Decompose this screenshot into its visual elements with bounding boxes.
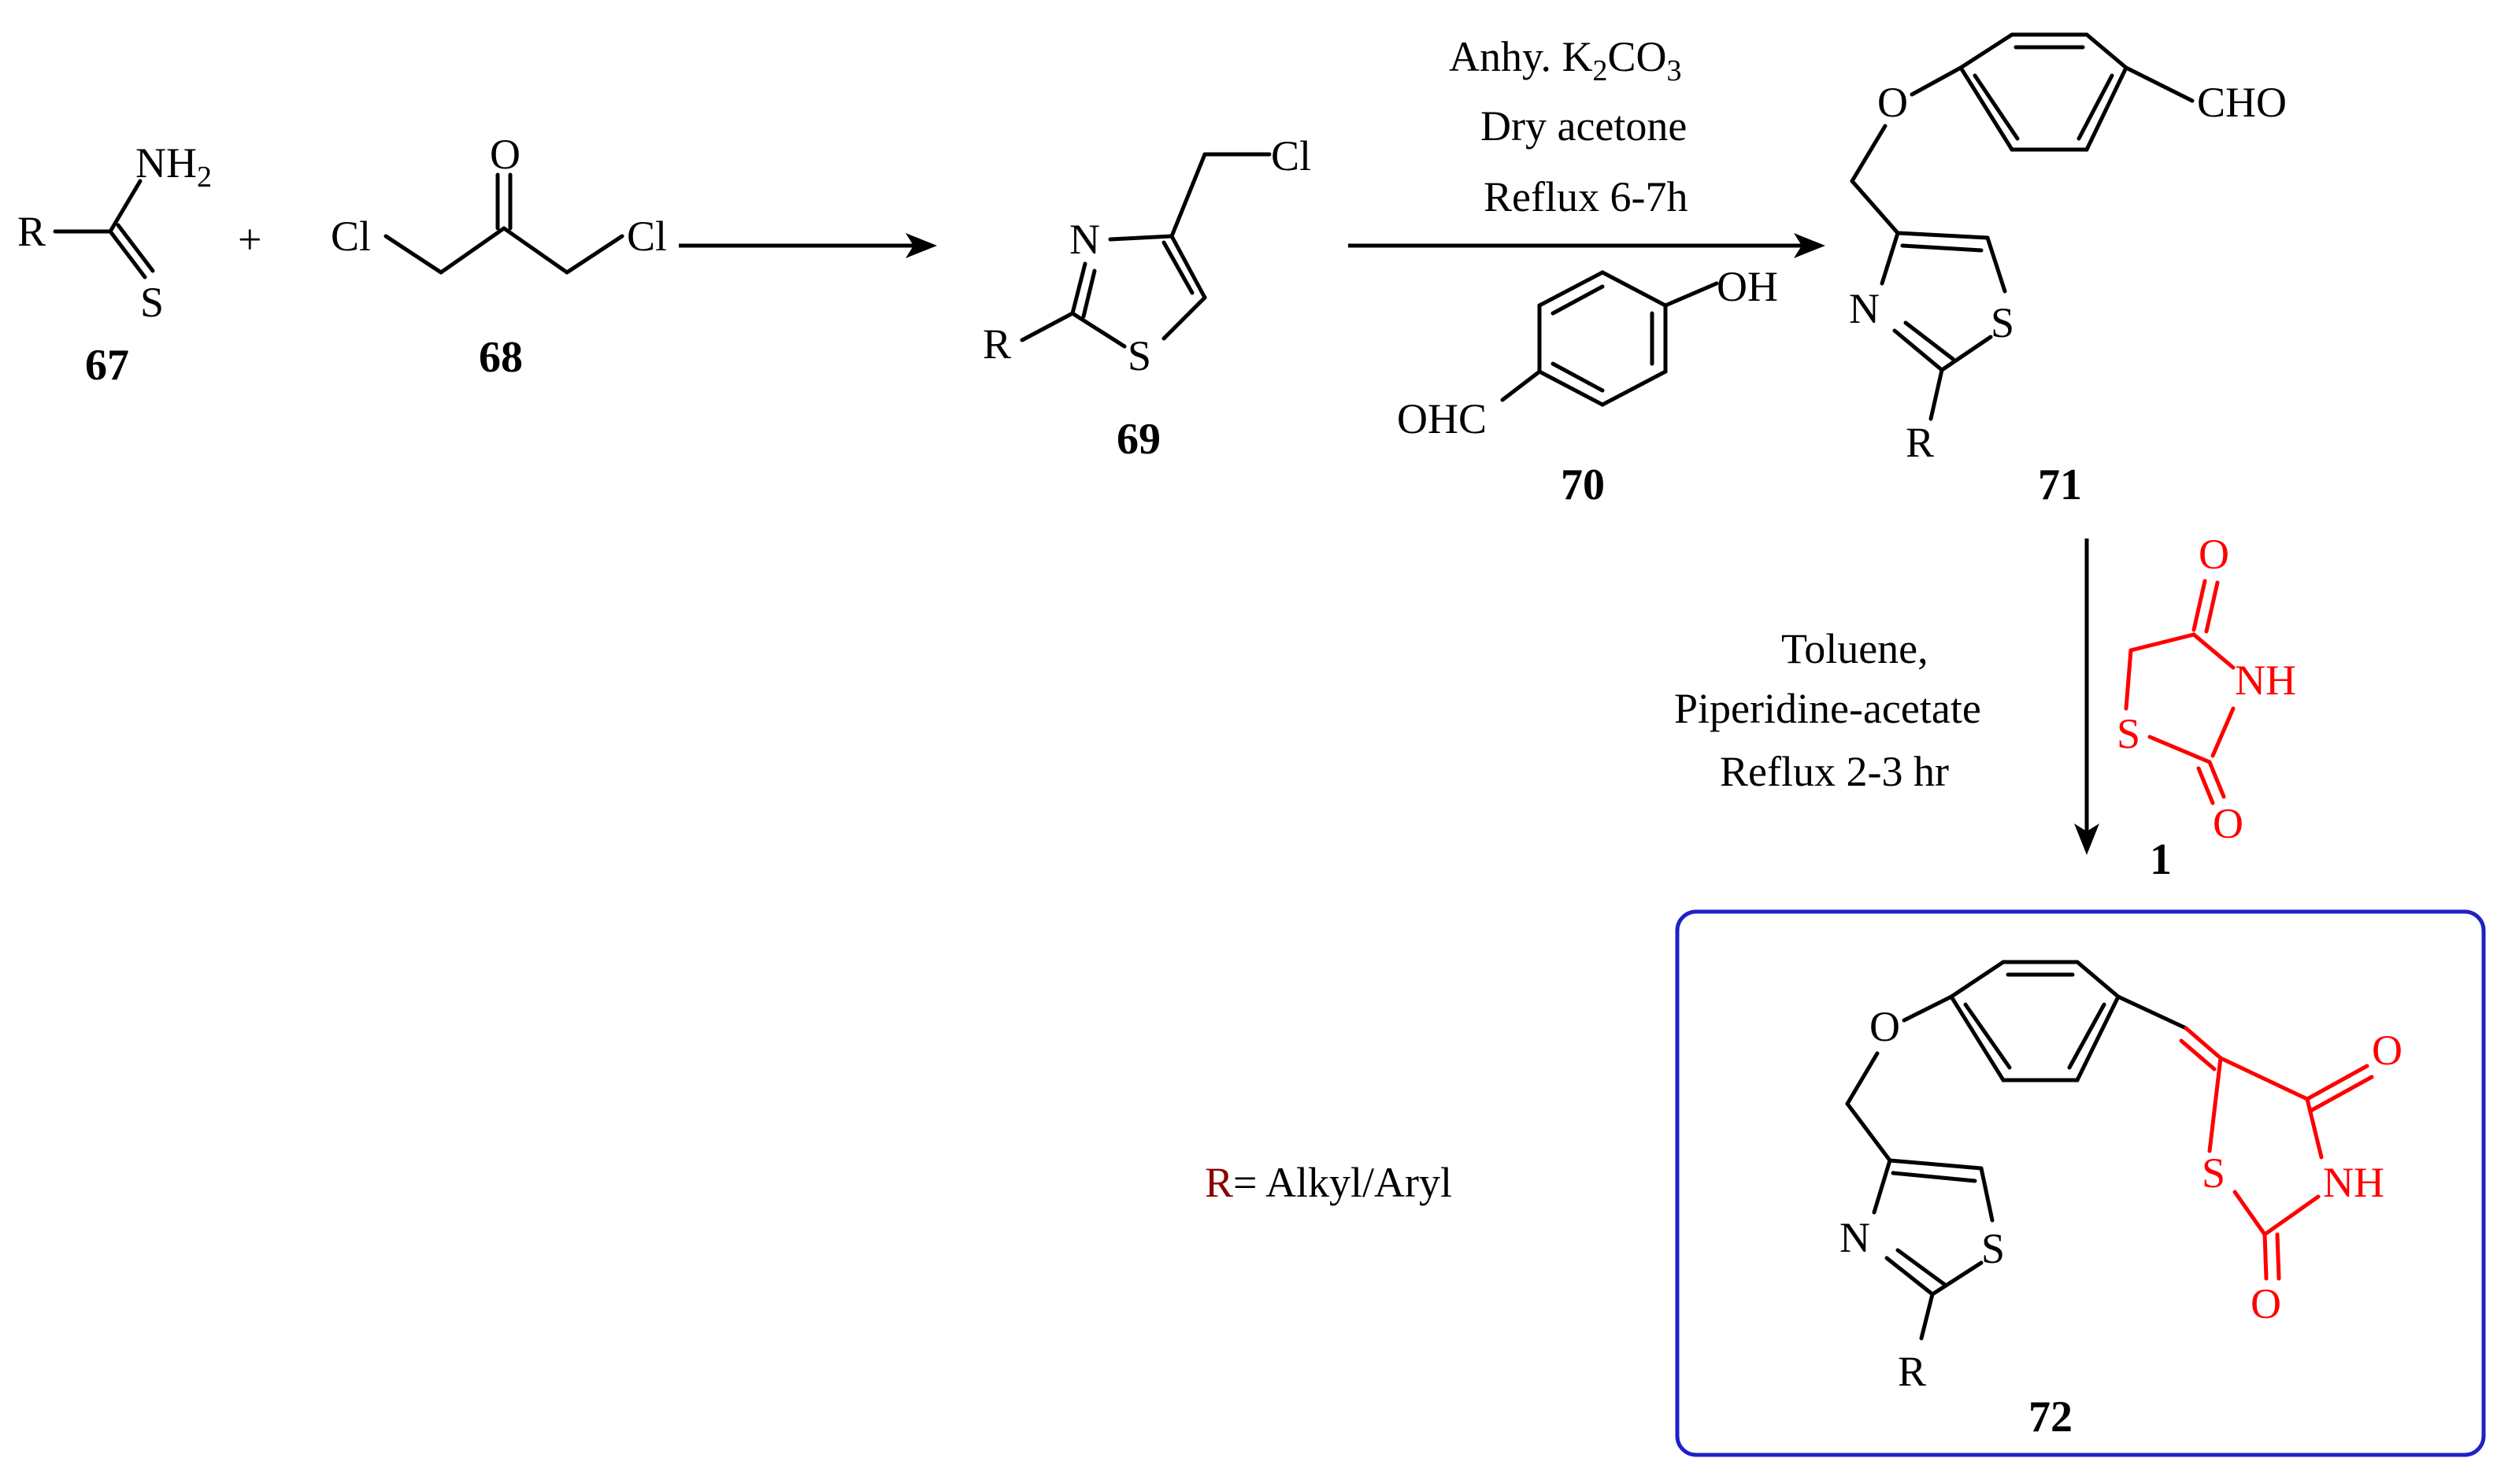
c69-label: 69 [1117,415,1161,464]
c71-o: O [1877,79,1908,126]
step2-time: Reflux 6-7h [1484,173,1688,220]
c69-r: R [983,320,1011,368]
c68-cl2: Cl [627,213,667,260]
c70-oh: OH [1717,263,1778,310]
compound-69: N S R Cl 69 [983,132,1311,464]
step3-catalyst: Piperidine-acetate [1674,685,1981,732]
compound-1: O NH S O 1 [2117,531,2296,884]
r-group-legend: R= Alkyl/Aryl [1205,1159,1452,1206]
step3-solvent: Toluene, [1781,625,1928,672]
step3-time: Reflux 2-3 hr [1720,748,1949,795]
c68-label: 68 [479,333,523,382]
c72-o1: O [2372,1027,2403,1074]
c71-label: 71 [2038,461,2082,509]
c72-o: O [1869,1003,1900,1050]
c69-cl: Cl [1271,132,1311,179]
step2-solvent: Dry acetone [1480,102,1687,150]
c1-nh: NH [2235,657,2296,704]
compound-72: O O NH S O S N R 72 [1839,960,2403,1441]
c70-label: 70 [1561,461,1605,509]
c67-nh2: NH2 [135,139,212,194]
c71-n: N [1849,285,1880,332]
arrow-step-1 [679,233,937,258]
product-box [1675,909,2486,1457]
compound-68: Cl O Cl 68 [331,131,667,382]
c1-label: 1 [2150,835,2172,884]
c71-r: R [1906,419,1934,466]
c69-n: N [1069,216,1100,263]
c67-s: S [140,279,164,326]
c71-s: S [1991,299,2014,346]
c1-s: S [2117,710,2140,757]
arrow-step-3: Toluene, Piperidine-acetate Reflux 2-3 h… [1674,538,2099,855]
c72-r: R [1898,1348,1926,1395]
c72-n: N [1839,1214,1870,1261]
c1-o2: O [2213,800,2243,847]
c68-o: O [490,131,521,178]
plus-sign: + [238,216,261,263]
compound-71: O CHO S N R 71 [1849,32,2287,509]
c1-o1: O [2199,531,2229,578]
c72-s2: S [2202,1149,2225,1197]
c70-ohc: OHC [1397,395,1487,442]
c67-label: 67 [85,341,129,390]
c72-s: S [1981,1225,2005,1272]
c69-s: S [1128,332,1151,379]
c68-cl1: Cl [331,213,371,260]
c72-o2: O [2251,1280,2281,1327]
compound-70: OH OHC 70 [1397,263,1778,509]
c67-r: R [17,208,46,255]
c71-cho: CHO [2197,79,2287,126]
arrow-step-2: Anhy. K2CO3 Dry acetone Reflux 6-7h [1348,33,1825,258]
c72-label: 72 [2028,1393,2073,1441]
step2-reagent: Anhy. K2CO3 [1449,33,1682,87]
compound-67: R NH2 S 67 [17,139,212,390]
c72-nh: NH [2323,1159,2384,1206]
